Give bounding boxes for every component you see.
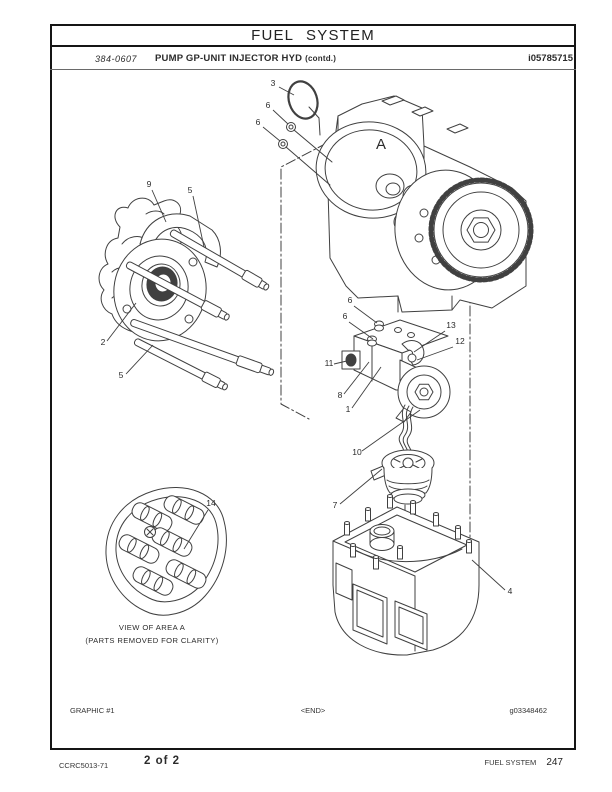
callout-leader-9 [151, 189, 167, 223]
callout-5: 5 [188, 185, 193, 195]
callout-5: 5 [119, 370, 124, 380]
callout-leader-7 [339, 468, 383, 505]
fitting [278, 139, 288, 149]
pan-studs [344, 494, 472, 570]
end-tag: <END> [300, 706, 326, 715]
area-a-boundary [280, 142, 471, 549]
section-contd: (contd.) [305, 54, 337, 63]
area-a-label: A [376, 136, 386, 153]
solenoid-face [397, 365, 451, 419]
area-a-detail [105, 487, 227, 616]
graphic-id: g03348462 [509, 706, 547, 715]
callout-4: 4 [508, 586, 513, 596]
title-row: 384-0607 PUMP GP-UNIT INJECTOR HYD(contd… [50, 53, 576, 67]
footer-page-number: 247 [546, 757, 563, 768]
stud [130, 319, 275, 376]
callout-12: 12 [455, 336, 465, 346]
section-title: PUMP GP-UNIT INJECTOR HYD(contd.) [155, 53, 336, 64]
footer-section-name: FUEL SYSTEM [484, 758, 537, 767]
oil-pan [332, 494, 480, 656]
callout-2: 2 [101, 337, 106, 347]
callout-9: 9 [147, 179, 152, 189]
footer-right: FUEL SYSTEM 247 [484, 757, 563, 768]
doc-code: CCRC5013-71 [59, 761, 109, 770]
pump-clip [411, 106, 434, 117]
fitting [286, 122, 296, 132]
retainer-strap [139, 213, 221, 268]
callout-leader-6 [353, 305, 378, 324]
callout-6: 6 [266, 100, 271, 110]
callout-14: 14 [206, 498, 216, 508]
valve-assembly [341, 319, 451, 423]
callout-6: 6 [256, 117, 261, 127]
callout-leader-1 [351, 366, 382, 409]
callout-leader-5 [125, 344, 154, 375]
pan-boss [369, 524, 395, 551]
callout-6: 6 [343, 311, 348, 321]
tappet [131, 502, 173, 532]
callout-13: 13 [446, 320, 456, 330]
callout-leader-4 [471, 559, 506, 591]
callout-3: 3 [271, 78, 276, 88]
clamp [401, 340, 425, 366]
callout-leader-6 [272, 109, 289, 125]
o-ring [287, 80, 319, 120]
page-indicator: 2 of 2 [144, 755, 181, 767]
stud [125, 261, 230, 321]
callout-leader-13 [413, 330, 446, 353]
tappet [165, 559, 207, 589]
callout-1: 1 [346, 404, 351, 414]
header-band: FUEL SYSTEM [50, 24, 576, 47]
view-caption-line2: (PARTS REMOVED FOR CLARITY) [85, 636, 218, 645]
callout-leader-2 [106, 302, 137, 342]
system-title: FUEL SYSTEM [251, 27, 375, 44]
callout-leader-6 [262, 126, 281, 142]
callout-6: 6 [348, 295, 353, 305]
tappet [163, 495, 205, 525]
section-title-text: PUMP GP-UNIT INJECTOR HYD [155, 53, 303, 64]
section-number: 384-0607 [95, 54, 138, 64]
tappet [118, 534, 160, 564]
mounting-studs-assembly [98, 197, 275, 391]
callout-leader-6 [348, 321, 374, 340]
callout-10: 10 [352, 447, 362, 457]
stud [169, 229, 270, 291]
callout-leader-3 [278, 86, 295, 96]
title-divider [50, 69, 576, 70]
stud [133, 338, 228, 391]
callout-leader-10 [361, 409, 421, 452]
graphic-label: GRAPHIC #1 [70, 706, 115, 715]
pump-assembly [315, 95, 534, 313]
drive-gear [428, 177, 534, 283]
tappet [132, 566, 174, 596]
callout-leader-5 [192, 195, 205, 248]
callout-leader-12 [416, 346, 454, 361]
info-id: i05785715 [528, 53, 573, 64]
clamp-bolt [407, 353, 417, 363]
callout-8: 8 [338, 390, 343, 400]
callout-leader-8 [343, 361, 370, 395]
pump-clip [446, 123, 469, 134]
callout-leader-11 [333, 359, 352, 365]
callout-11: 11 [325, 358, 334, 368]
o-ring-and-fittings [278, 80, 333, 186]
view-caption-line1: VIEW OF AREA A [119, 623, 186, 632]
callout-leader-14 [183, 509, 209, 550]
callout-7: 7 [333, 500, 338, 510]
pump-clip [381, 95, 405, 106]
